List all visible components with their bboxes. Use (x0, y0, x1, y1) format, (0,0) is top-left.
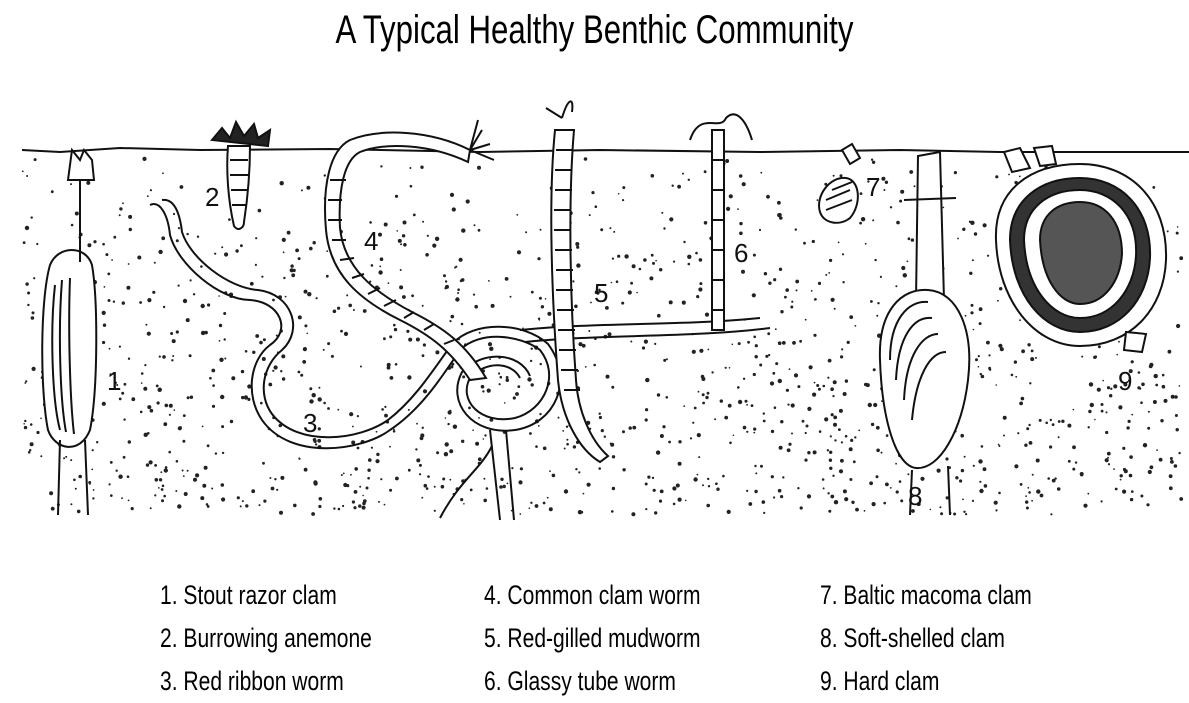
legend-item: 4. Common clam worm (484, 574, 701, 617)
benthic-illustration: 1 2 3 4 5 6 7 8 9 (0, 0, 1189, 560)
legend: 1. Stout razor clam 2. Burrowing anemone… (0, 574, 1189, 699)
glassy-tube-worm (690, 114, 752, 330)
stout-razor-clam (42, 150, 96, 515)
label-number-2: 2 (205, 182, 219, 212)
soft-shelled-clam (880, 152, 969, 515)
label-number-5: 5 (594, 278, 608, 308)
legend-column-3: 7. Baltic macoma clam 8. Soft-shelled cl… (820, 574, 1092, 703)
legend-item: 8. Soft-shelled clam (820, 617, 1032, 660)
label-number-6: 6 (734, 238, 748, 268)
legend-item: 6. Glassy tube worm (484, 660, 701, 703)
label-number-7: 7 (866, 172, 880, 202)
legend-column-2: 4. Common clam worm 5. Red-gilled mudwor… (484, 574, 762, 703)
label-number-8: 8 (908, 481, 922, 511)
legend-column-1: 1. Stout razor clam 2. Burrowing anemone… (160, 574, 432, 703)
label-number-3: 3 (303, 408, 317, 438)
label-number-9: 9 (1118, 366, 1132, 396)
burrowing-anemone (212, 122, 270, 229)
label-number-4: 4 (364, 226, 378, 256)
legend-item: 1. Stout razor clam (160, 574, 372, 617)
hard-clam (996, 146, 1166, 352)
legend-item: 9. Hard clam (820, 660, 1032, 703)
legend-item: 5. Red-gilled mudworm (484, 617, 701, 660)
legend-item: 3. Red ribbon worm (160, 660, 372, 703)
legend-item: 2. Burrowing anemone (160, 617, 372, 660)
label-number-1: 1 (107, 366, 121, 396)
legend-item: 7. Baltic macoma clam (820, 574, 1032, 617)
